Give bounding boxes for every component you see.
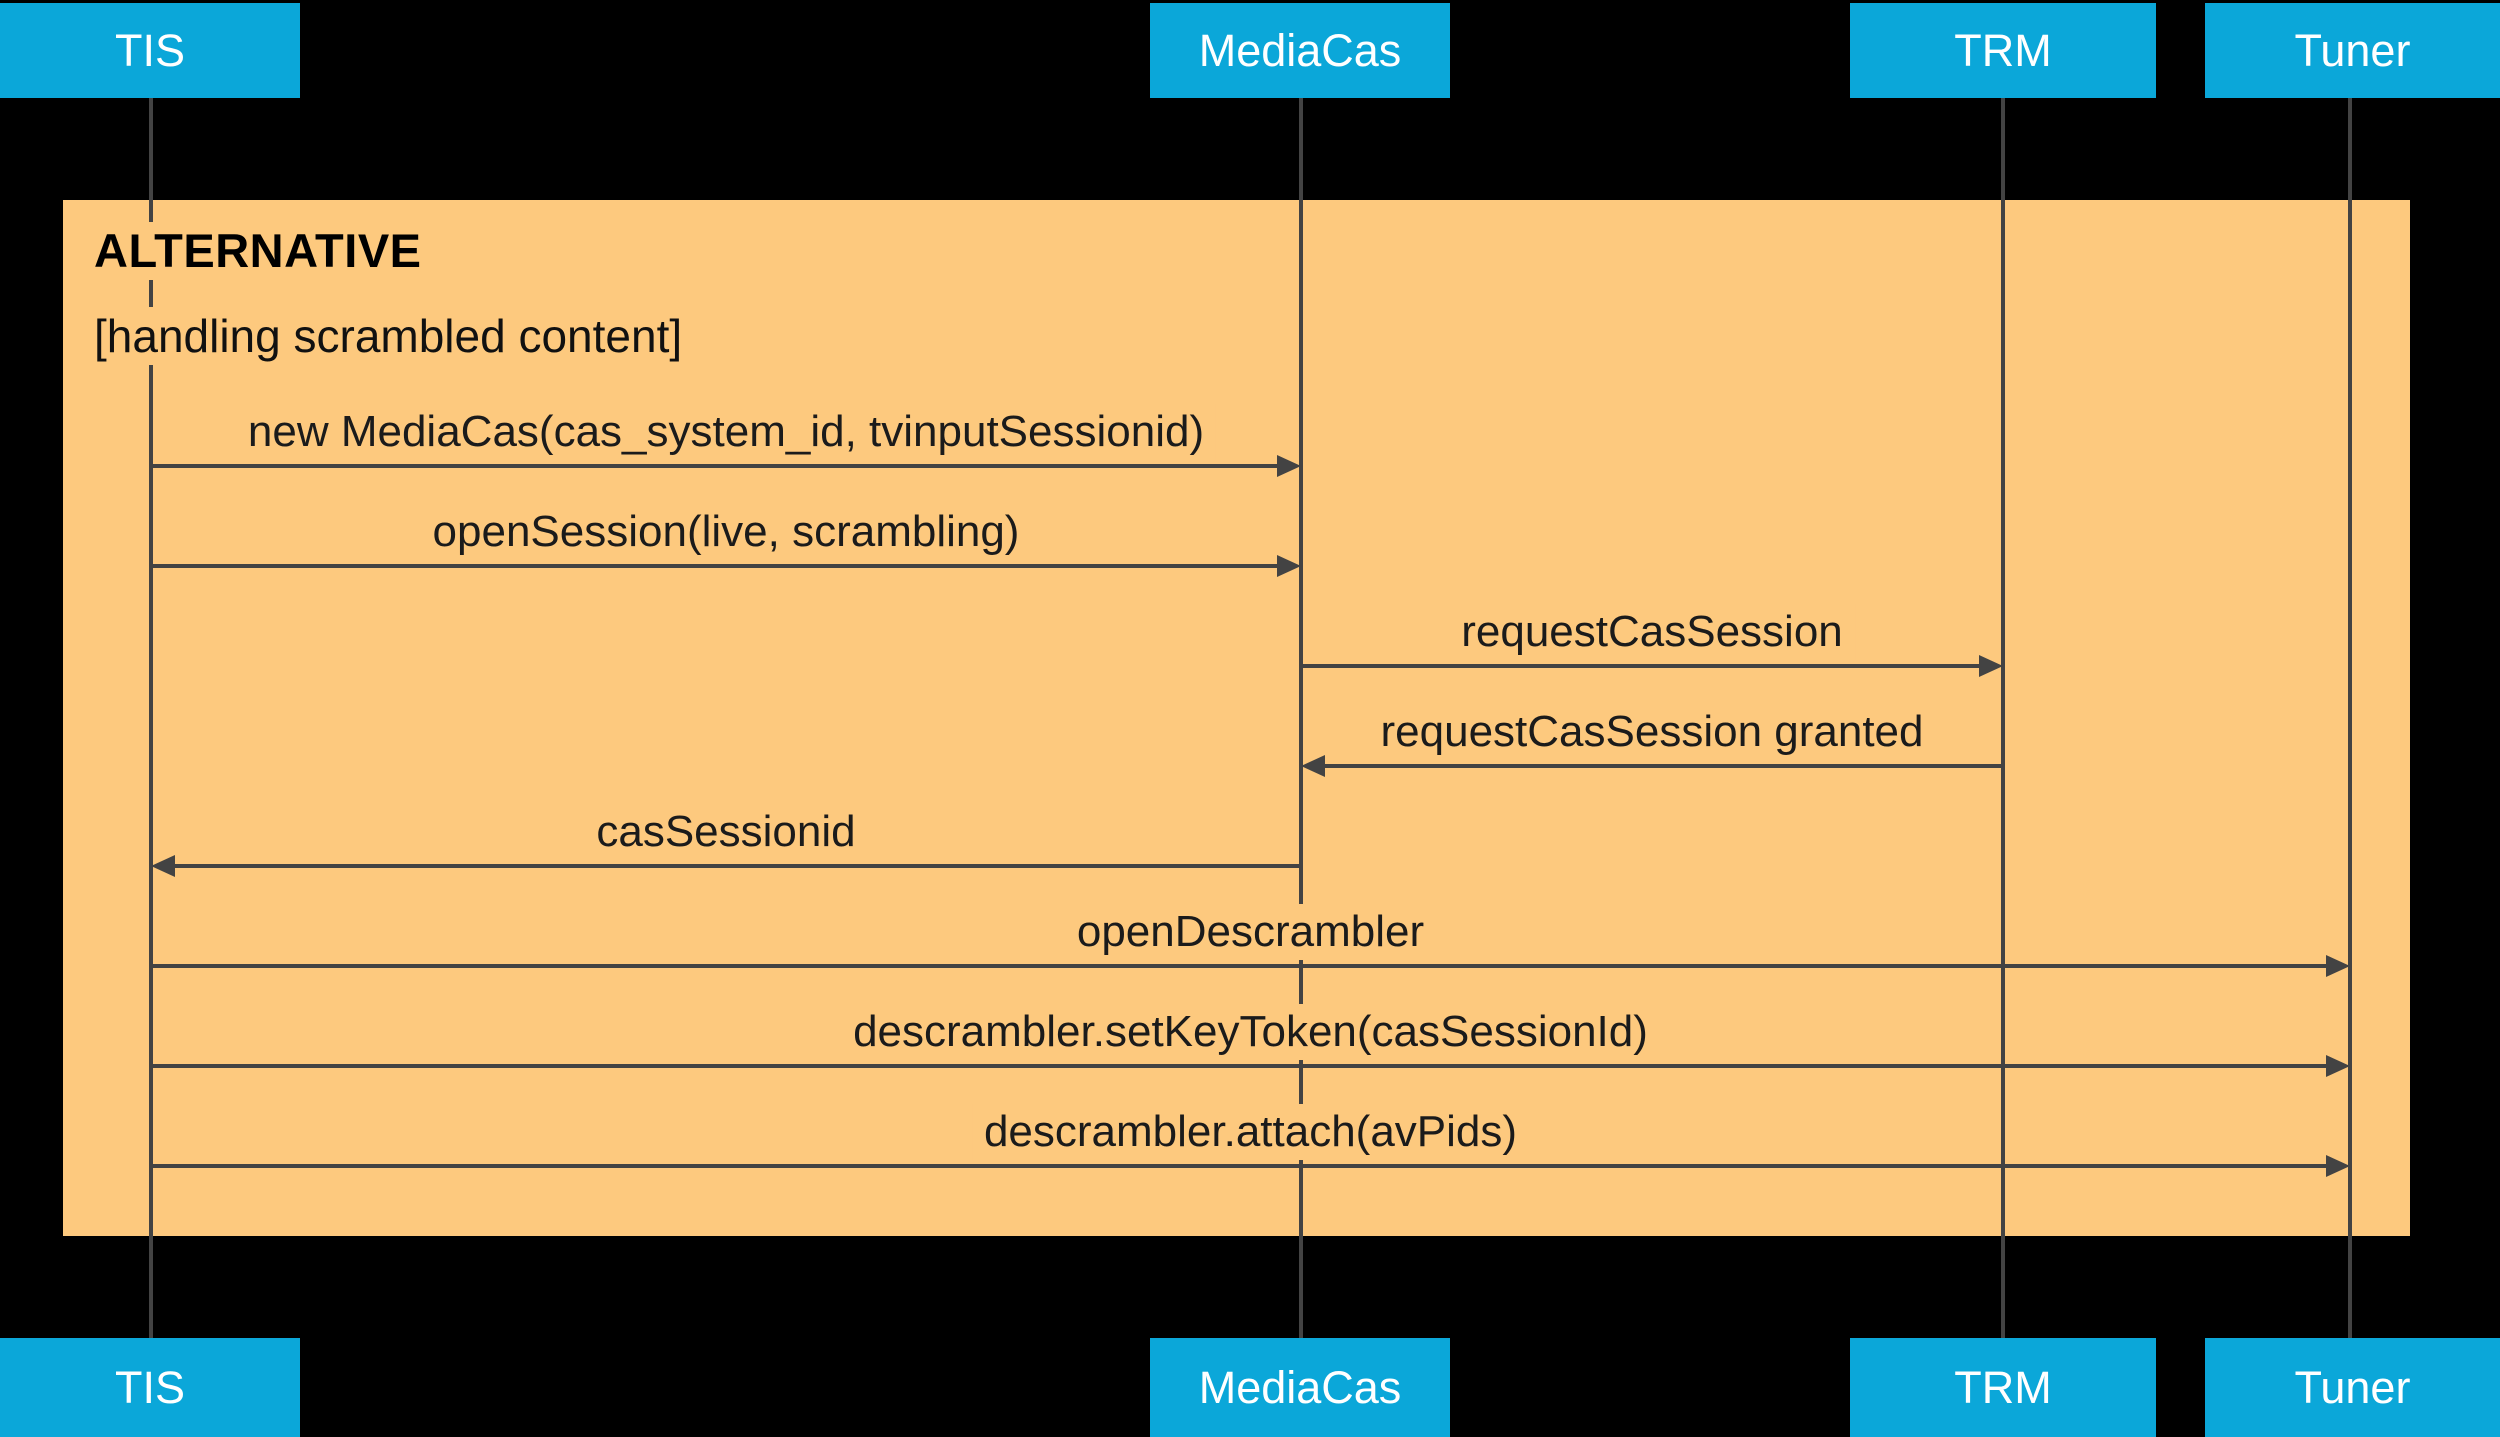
actor-label: TRM <box>1954 24 2052 76</box>
message-arrow-line <box>1321 764 2003 768</box>
actor-label: TIS <box>114 24 185 76</box>
message-arrow-line <box>1301 664 1983 668</box>
message-label: requestCasSession granted <box>1368 704 1936 760</box>
arrowhead-icon <box>1979 655 2003 677</box>
actor-box-top-tuner: Tuner <box>2205 3 2500 98</box>
actor-label: TIS <box>114 1361 185 1413</box>
lifeline-tuner <box>2348 98 2352 1338</box>
alt-frame <box>63 200 2410 1236</box>
message-arrow-line <box>151 1064 2330 1068</box>
arrowhead-icon <box>151 855 175 877</box>
message-label: descrambler.attach(avPids) <box>971 1104 1530 1160</box>
arrowhead-icon <box>2326 1155 2350 1177</box>
actor-box-bottom-mediacas: MediaCas <box>1150 1338 1450 1437</box>
message-label: new MediaCas(cas_system_id, tvinputSessi… <box>235 404 1217 460</box>
actor-box-bottom-tis: TIS <box>0 1338 300 1437</box>
message-arrow-line <box>171 864 1301 868</box>
arrowhead-icon <box>1277 555 1301 577</box>
actor-label: Tuner <box>2294 1361 2411 1413</box>
message-arrow-line <box>151 1164 2330 1168</box>
actor-label: Tuner <box>2294 24 2411 76</box>
arrowhead-icon <box>2326 1055 2350 1077</box>
actor-box-bottom-trm: TRM <box>1850 1338 2156 1437</box>
message-arrow-line <box>151 464 1281 468</box>
arrowhead-icon <box>1301 755 1325 777</box>
message-arrow-line <box>151 964 2330 968</box>
message-label: casSessionid <box>584 804 868 860</box>
actor-label: MediaCas <box>1198 24 1402 76</box>
lifeline-mediacas <box>1299 98 1303 1338</box>
arrowhead-icon <box>1277 455 1301 477</box>
arrowhead-icon <box>2326 955 2350 977</box>
actor-box-top-mediacas: MediaCas <box>1150 3 1450 98</box>
message-label: openDescrambler <box>1064 904 1437 960</box>
message-arrow-line <box>151 564 1281 568</box>
message-label: descrambler.setKeyToken(casSessionId) <box>841 1004 1660 1060</box>
frame-guard-condition: [handling scrambled content] <box>84 307 693 365</box>
frame-operator-label: ALTERNATIVE <box>84 222 432 280</box>
message-label: openSession(live, scrambling) <box>420 504 1032 560</box>
actor-box-top-tis: TIS <box>0 3 300 98</box>
message-label: requestCasSession <box>1449 604 1855 660</box>
lifeline-trm <box>2001 98 2005 1338</box>
actor-label: MediaCas <box>1198 1361 1402 1413</box>
actor-box-bottom-tuner: Tuner <box>2205 1338 2500 1437</box>
actor-box-top-trm: TRM <box>1850 3 2156 98</box>
actor-label: TRM <box>1954 1361 2052 1413</box>
lifeline-tis <box>149 98 153 1338</box>
